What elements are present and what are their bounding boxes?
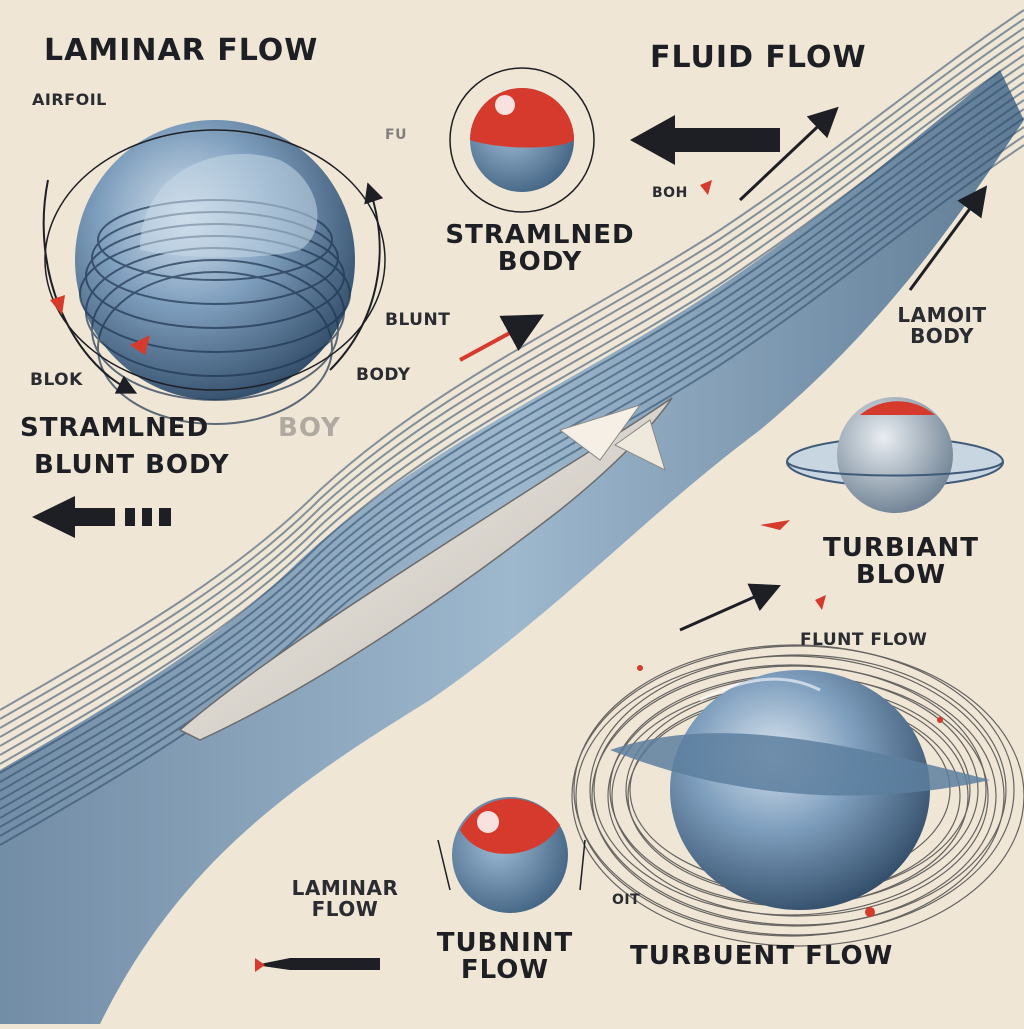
streamline [0,72,1024,774]
streamlines [0,9,1024,846]
streamline [0,27,1024,729]
turbiant-label-line1: TURBIANT [823,533,979,563]
turbulence-ring [571,645,1024,947]
turbulence-ring [593,664,987,916]
tubnint-flow-label: TUBNINT FLOW [400,928,610,986]
turbulence-ring [573,644,1015,936]
turbiant-label-line2: BLOW [855,560,947,591]
blok-label: BLOK [30,370,83,390]
tubnint-line1: TUBNINT [436,928,574,958]
red-accent-marks [50,180,943,917]
turbulence-ring [591,665,997,927]
flow-direction-arrow [32,496,171,538]
streamlined-body-label: STRAMLNED BODY [408,220,672,278]
striped-sphere-icon [44,120,386,425]
streamline [0,54,1024,756]
turbulent-sphere-icon [571,644,1024,947]
flow-direction-arrow [255,958,380,972]
flunt-flow-label: FLUNT FLOW [800,630,928,650]
streamline [0,108,1024,810]
blunt-body-label: BLUNT BODY [34,450,230,480]
airfoil-label: AIRFOIL [32,90,107,109]
sphere-stripe [97,271,333,425]
body-label: BODY [356,365,411,385]
laminar-small-line2: FLOW [311,897,379,921]
laminar-small-line1: LAMINAR [291,876,399,900]
streamline [0,18,1024,720]
oit-label: OIT [612,892,641,908]
boh-label: BOH [652,185,688,201]
streamline [0,90,1024,792]
fu-label: FU [385,127,407,143]
lamoit-label-line1: LAMOIT [897,303,987,327]
lamoit-label-line2: BODY [910,324,974,348]
streamlined-body-label-line2: BODY [497,247,583,278]
streamlined-body-label-line1: STRAMLNED [445,220,635,250]
streamlined-left-label: STRAMLNED [20,413,210,443]
turbulence-ring [575,655,1005,937]
streamline [0,45,1024,747]
flow-direction-arrow [630,115,780,165]
turbulence-ring [589,654,1007,926]
sphere-stripe [91,259,339,401]
streamline [0,81,1024,783]
streamline [0,63,1024,765]
streamline [0,126,1024,828]
streamline [0,117,1024,819]
fluid-flow-title: FLUID FLOW [650,40,867,75]
boy-faded-label: BOY [278,413,341,443]
flow-direction-arrow [679,106,988,632]
laminar-flow-small-label: LAMINAR FLOW [290,878,400,920]
streamline [0,99,1024,801]
turbiant-blow-label: TURBIANT BLOW [796,533,1006,591]
streamline [0,36,1024,738]
turbuent-flow-label: TURBUENT FLOW [630,941,894,971]
red-blue-sphere-icon [449,67,595,213]
ringed-sphere-icon [786,397,1004,513]
blunt-label: BLUNT [385,310,451,330]
red-blue-sphere-icon [452,797,568,913]
laminar-flow-title: LAMINAR FLOW [44,33,319,68]
streamline [0,9,1024,711]
airfoil-icon [178,397,673,741]
tubnint-line2: FLOW [460,955,550,986]
lamoit-body-label: LAMOIT BODY [882,305,1002,347]
